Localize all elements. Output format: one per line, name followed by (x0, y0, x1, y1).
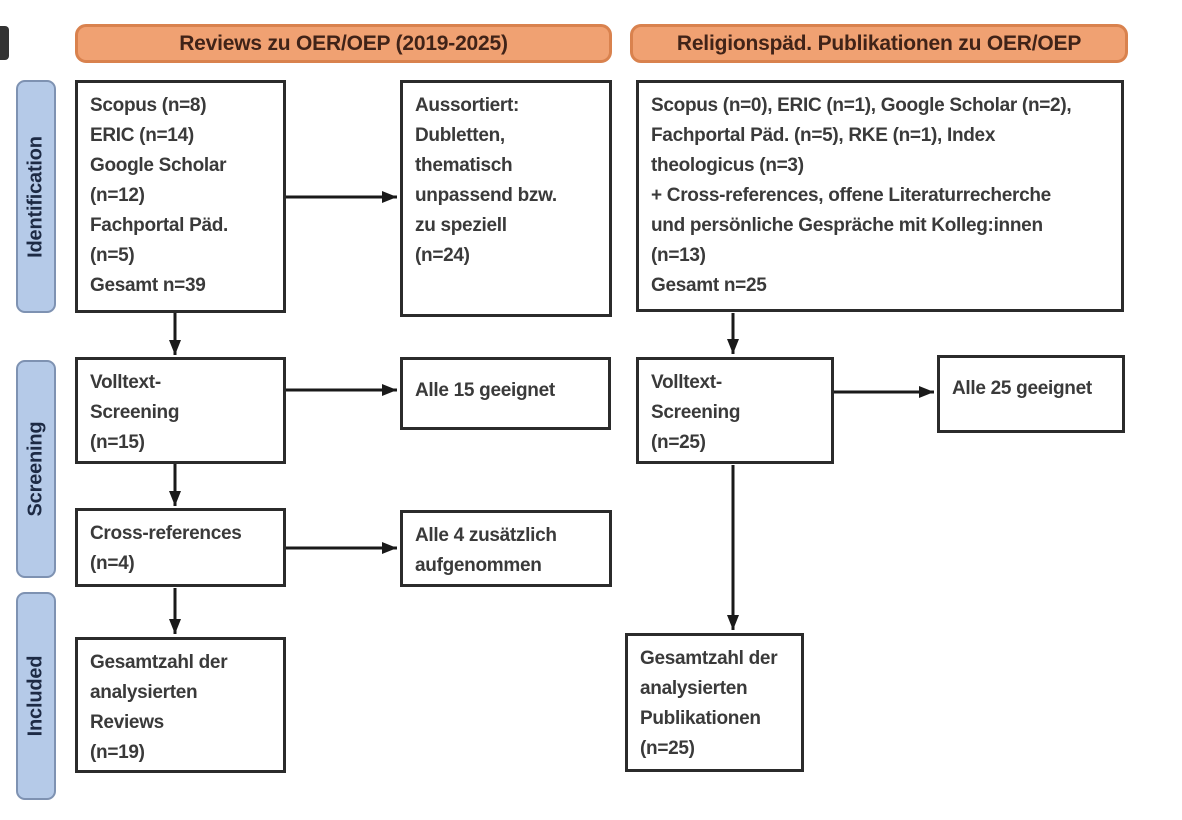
node-left-included-total: Gesamtzahl der analysierten Reviews (n=1… (75, 637, 286, 773)
scan-artifact (0, 26, 9, 60)
node-left-fulltext-result: Alle 15 geeignet (400, 357, 611, 430)
column-header-reviews: Reviews zu OER/OEP (2019-2025) (75, 24, 612, 63)
stage-included: Included (16, 592, 56, 800)
stage-identification-label: Identification (24, 135, 47, 258)
stage-screening: Screening (16, 360, 56, 578)
stage-identification: Identification (16, 80, 56, 313)
column-header-religionspaed: Religionspäd. Publikationen zu OER/OEP (630, 24, 1128, 63)
node-left-crossref-result: Alle 4 zusätzlich aufgenommen (400, 510, 612, 587)
node-right-fulltext-screening: Volltext- Screening (n=25) (636, 357, 834, 464)
node-left-sources: Scopus (n=8) ERIC (n=14) Google Scholar … (75, 80, 286, 313)
node-right-sources: Scopus (n=0), ERIC (n=1), Google Scholar… (636, 80, 1124, 312)
column-header-reviews-label: Reviews zu OER/OEP (2019-2025) (179, 31, 508, 55)
node-left-excluded: Aussortiert: Dubletten, thematisch unpas… (400, 80, 612, 317)
node-right-included-total: Gesamtzahl der analysierten Publikatione… (625, 633, 804, 772)
stage-screening-label: Screening (24, 421, 47, 517)
node-left-fulltext-screening: Volltext- Screening (n=15) (75, 357, 286, 464)
stage-included-label: Included (24, 655, 47, 737)
node-right-fulltext-result: Alle 25 geeignet (937, 355, 1125, 433)
column-header-religionspaed-label: Religionspäd. Publikationen zu OER/OEP (676, 31, 1082, 55)
node-left-crossreferences: Cross-references (n=4) (75, 508, 286, 587)
